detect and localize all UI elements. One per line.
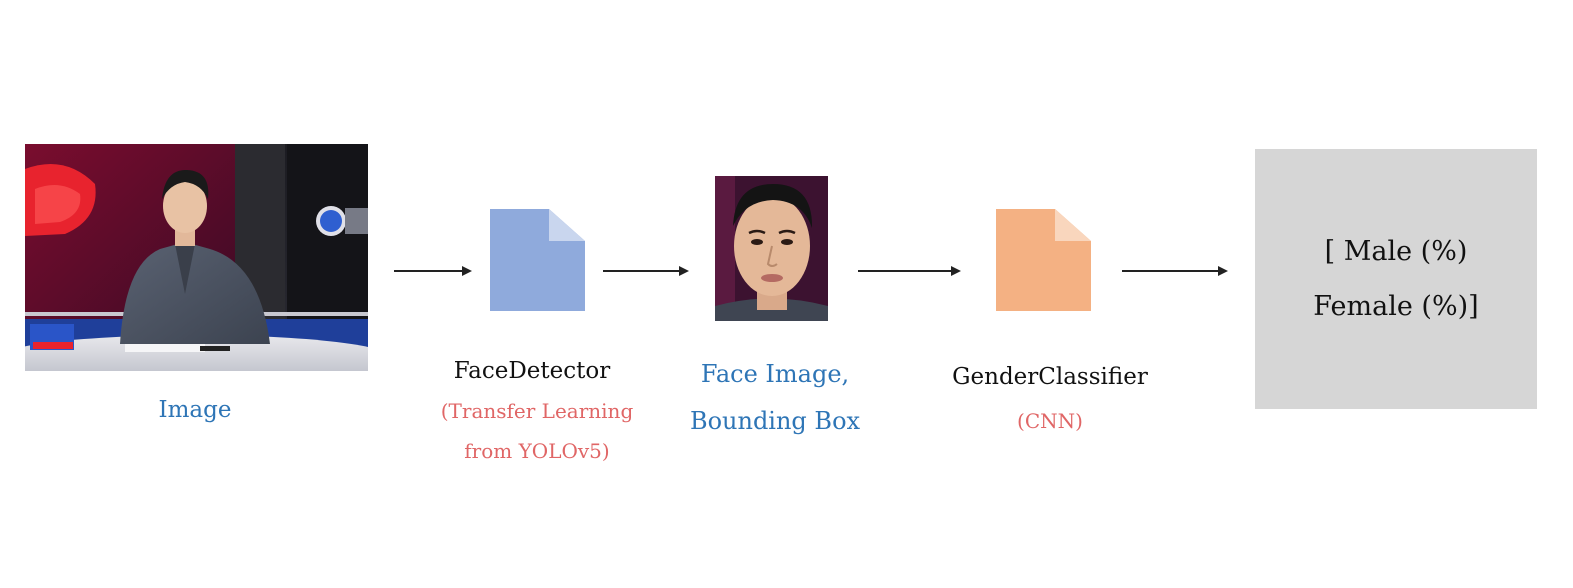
face-output-label-line1: Face Image,	[700, 360, 850, 388]
face-detector-title: FaceDetector	[453, 358, 611, 384]
face-output-label-line2: Bounding Box	[689, 407, 861, 435]
arrow-right-icon	[394, 262, 472, 276]
arrow-right-icon	[1122, 262, 1228, 276]
face-detector-subtitle-line2: from YOLOv5)	[464, 439, 610, 463]
gender-classifier-subtitle: (CNN)	[1017, 409, 1083, 433]
input-image-label: Image	[158, 397, 232, 423]
output-male-line: [ Male (%)	[1324, 236, 1468, 267]
gender-classifier-document-icon	[996, 209, 1091, 311]
output-female-line: Female (%)]	[1313, 291, 1479, 322]
arrow-right-icon	[858, 262, 961, 276]
arrow-right-icon	[603, 262, 689, 276]
face-detector-subtitle-line1: (Transfer Learning	[440, 399, 634, 423]
face-detector-document-icon	[490, 209, 585, 311]
input-news-image	[25, 144, 368, 371]
output-result-box: [ Male (%) Female (%)]	[1255, 149, 1537, 409]
face-crop-image	[715, 176, 828, 321]
gender-classifier-title: GenderClassifier	[952, 364, 1148, 390]
